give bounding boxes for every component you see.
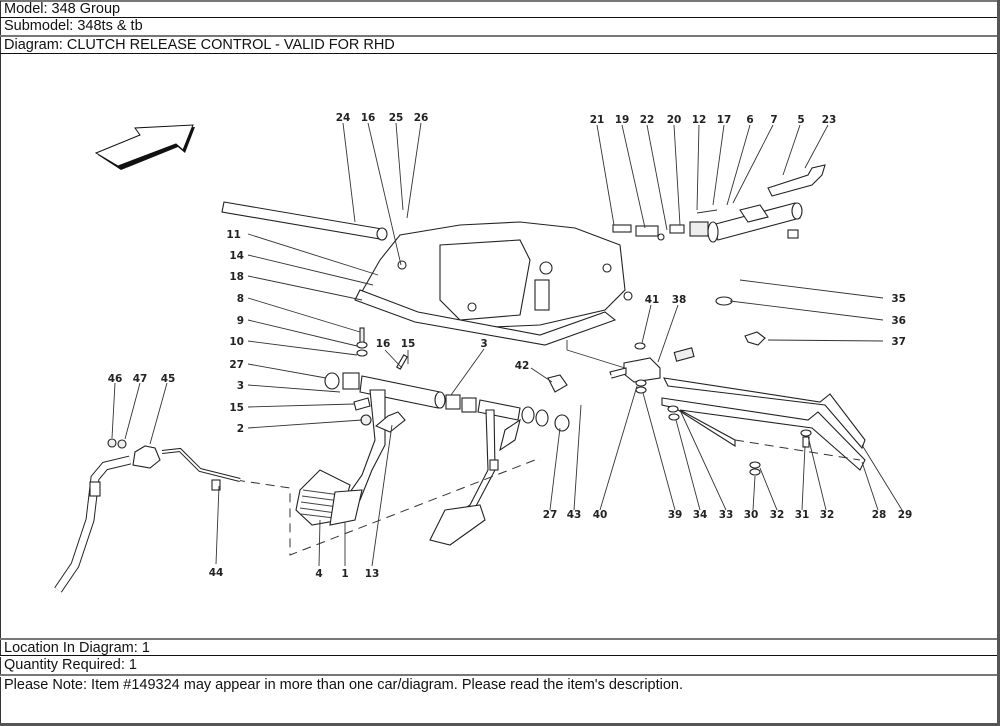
callout-44: 44	[209, 567, 224, 579]
hydraulic-line	[54, 438, 241, 593]
master-cylinder	[612, 164, 826, 243]
divider	[0, 638, 997, 640]
callout-4: 4	[315, 568, 322, 580]
callout-36: 36	[891, 315, 906, 327]
left-border	[0, 54, 1, 638]
divider	[0, 35, 997, 37]
callout-43: 43	[567, 509, 582, 521]
callout-29: 29	[898, 509, 913, 521]
callout-7: 7	[770, 114, 777, 126]
parts-diagram: 24 16 25 26 21 19 22 20 12 17 6 7 5 23 1…	[54, 112, 913, 593]
callout-5: 5	[797, 114, 804, 126]
clip-part	[547, 374, 568, 393]
pedal-box-housing	[354, 221, 633, 369]
divider	[0, 53, 997, 54]
callout-40: 40	[593, 509, 608, 521]
callout-41: 41	[645, 294, 660, 306]
callout-10: 10	[229, 336, 244, 348]
callout-33: 33	[719, 509, 734, 521]
callout-15: 15	[229, 402, 244, 414]
callout-8: 8	[237, 293, 244, 305]
callout-30: 30	[744, 509, 759, 521]
callout-14: 14	[229, 250, 244, 262]
rod-part	[221, 201, 388, 241]
callout-16: 16	[361, 112, 376, 124]
quantity-label: Quantity Required: 1	[0, 657, 997, 674]
callout-17: 17	[717, 114, 732, 126]
callout-32: 32	[820, 509, 835, 521]
callout-3: 3	[237, 380, 244, 392]
callout-45: 45	[161, 373, 176, 385]
item-note: Please Note: Item #149324 may appear in …	[0, 677, 997, 723]
callout-26: 26	[414, 112, 429, 124]
callout-18: 18	[229, 271, 244, 283]
callout-15: 15	[401, 338, 416, 350]
callout-6: 6	[746, 114, 753, 126]
divider	[0, 674, 997, 676]
callout-37: 37	[891, 336, 906, 348]
junction-block	[539, 342, 661, 461]
divider	[0, 17, 997, 18]
hydraulic-hose	[673, 229, 799, 362]
brake-pedal	[429, 409, 521, 546]
callout-3: 3	[480, 338, 487, 350]
callout-47: 47	[133, 373, 148, 385]
submodel-label: Submodel: 348ts & tb	[0, 18, 997, 35]
callout-46: 46	[108, 373, 123, 385]
callout-34: 34	[693, 509, 708, 521]
callout-25: 25	[389, 112, 404, 124]
callout-31: 31	[795, 509, 810, 521]
clutch-pedal	[295, 389, 406, 526]
callout-27: 27	[543, 509, 558, 521]
model-label: Model: 348 Group	[0, 1, 997, 18]
diagram-title: Diagram: CLUTCH RELEASE CONTROL - VALID …	[0, 37, 997, 53]
callout-27: 27	[229, 359, 244, 371]
pedal-shaft	[324, 327, 570, 432]
callout-24: 24	[336, 112, 351, 124]
arrow-icon	[94, 124, 195, 170]
callout-19: 19	[615, 114, 630, 126]
callout-13: 13	[365, 568, 380, 580]
callout-2: 2	[237, 423, 244, 435]
callout-32: 32	[770, 509, 785, 521]
callout-42: 42	[515, 360, 530, 372]
bracket-plate	[661, 377, 866, 476]
callout-35: 35	[891, 293, 906, 305]
callout-22: 22	[640, 114, 655, 126]
callout-28: 28	[872, 509, 887, 521]
callout-39: 39	[668, 509, 683, 521]
callout-23: 23	[822, 114, 837, 126]
callout-1: 1	[341, 568, 348, 580]
callout-21: 21	[590, 114, 605, 126]
divider	[0, 0, 997, 2]
callout-16: 16	[376, 338, 391, 350]
location-label: Location In Diagram: 1	[0, 640, 997, 656]
callout-20: 20	[667, 114, 682, 126]
callout-labels: 24 16 25 26 21 19 22 20 12 17 6 7 5 23 1…	[108, 112, 913, 580]
callout-11: 11	[226, 229, 241, 241]
callout-12: 12	[692, 114, 707, 126]
callout-9: 9	[237, 315, 244, 327]
callout-38: 38	[672, 294, 687, 306]
leader-lines	[111, 122, 903, 567]
divider	[0, 655, 997, 656]
